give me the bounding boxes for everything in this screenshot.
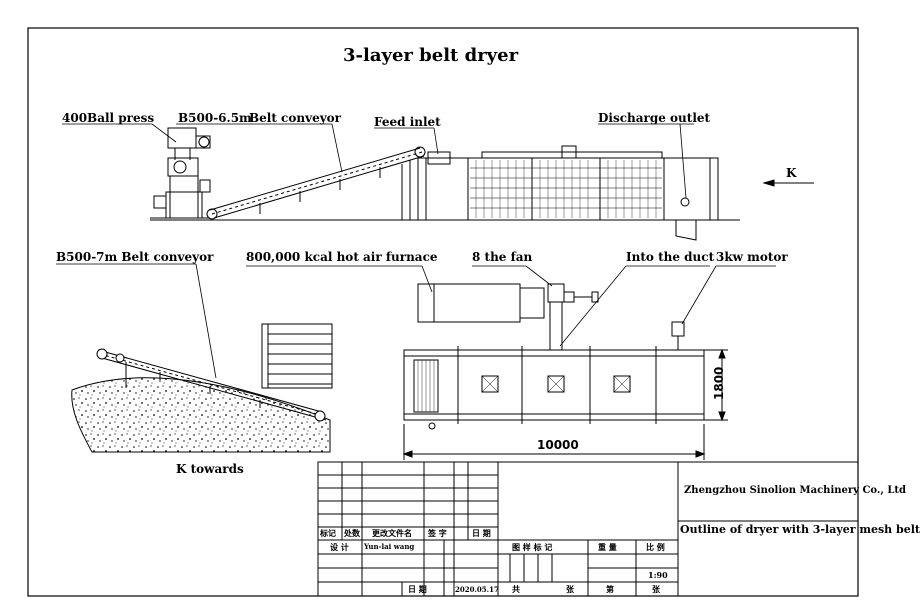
k-towards-view — [56, 263, 333, 453]
sheet-number-unit: 张 — [652, 584, 660, 594]
dimension-length: 10000 — [537, 438, 579, 452]
dryer-elevation — [417, 145, 719, 241]
drawing-sheet: 3-layer belt dryer 400Ball press B500-6.… — [27, 27, 920, 597]
scale-value: 1:90 — [648, 570, 668, 580]
drawing-name: Outline of dryer with 3-layer mesh belt — [680, 523, 920, 536]
date-value: 2020.05.17 — [455, 585, 499, 594]
label-discharge-outlet: Discharge outlet — [598, 111, 711, 125]
rev-header-date: 日 期 — [472, 528, 491, 538]
company-name: Zhengzhou Sinolion Machinery Co., Ltd — [684, 485, 906, 496]
label-view-k: K — [786, 166, 797, 180]
rev-header-file: 更改文件名 — [372, 528, 412, 538]
design-label: 设 计 — [330, 542, 349, 552]
leader-lines-top — [62, 123, 694, 199]
k-view-arrow — [762, 179, 814, 187]
label-motor: 3kw motor — [716, 250, 788, 264]
rev-header-sign: 签 字 — [428, 528, 447, 538]
drawing-title: 3-layer belt dryer — [343, 45, 519, 66]
label-hot-air-furnace: 800,000 kcal hot air furnace — [246, 250, 438, 264]
label-fan: 8 the fan — [472, 250, 533, 264]
label-feed-inlet: Feed inlet — [374, 115, 441, 129]
technical-drawing — [27, 27, 859, 597]
title-block-grid — [317, 461, 859, 597]
belt-conveyor-top — [206, 146, 451, 220]
label-conveyor-top-model: B500-6.5m — [178, 111, 252, 125]
total-sheets-unit: 张 — [566, 584, 574, 594]
label-duct: Into the duct — [626, 250, 715, 264]
label-ball-press: 400Ball press — [62, 111, 155, 125]
dimension-width: 1800 — [712, 366, 726, 400]
sheet-number-label: 第 — [606, 584, 614, 594]
designer-name: Yun-lai wang — [364, 542, 415, 551]
label-conveyor-left: B500-7m Belt conveyor — [56, 250, 214, 264]
weight-label: 重 量 — [598, 542, 617, 552]
total-sheets-label: 共 — [512, 584, 520, 594]
ball-press-machine — [150, 127, 211, 219]
scale-label: 比 例 — [646, 542, 665, 552]
plan-view — [246, 265, 776, 460]
rev-header-count: 处数 — [344, 528, 360, 538]
label-conveyor-top-name: Belt conveyor — [249, 111, 341, 125]
label-k-towards: K towards — [176, 462, 244, 476]
date-label: 日 期 — [408, 584, 427, 594]
rev-header-mark: 标记 — [320, 528, 336, 538]
stage-label: 图 样 标 记 — [512, 542, 553, 552]
